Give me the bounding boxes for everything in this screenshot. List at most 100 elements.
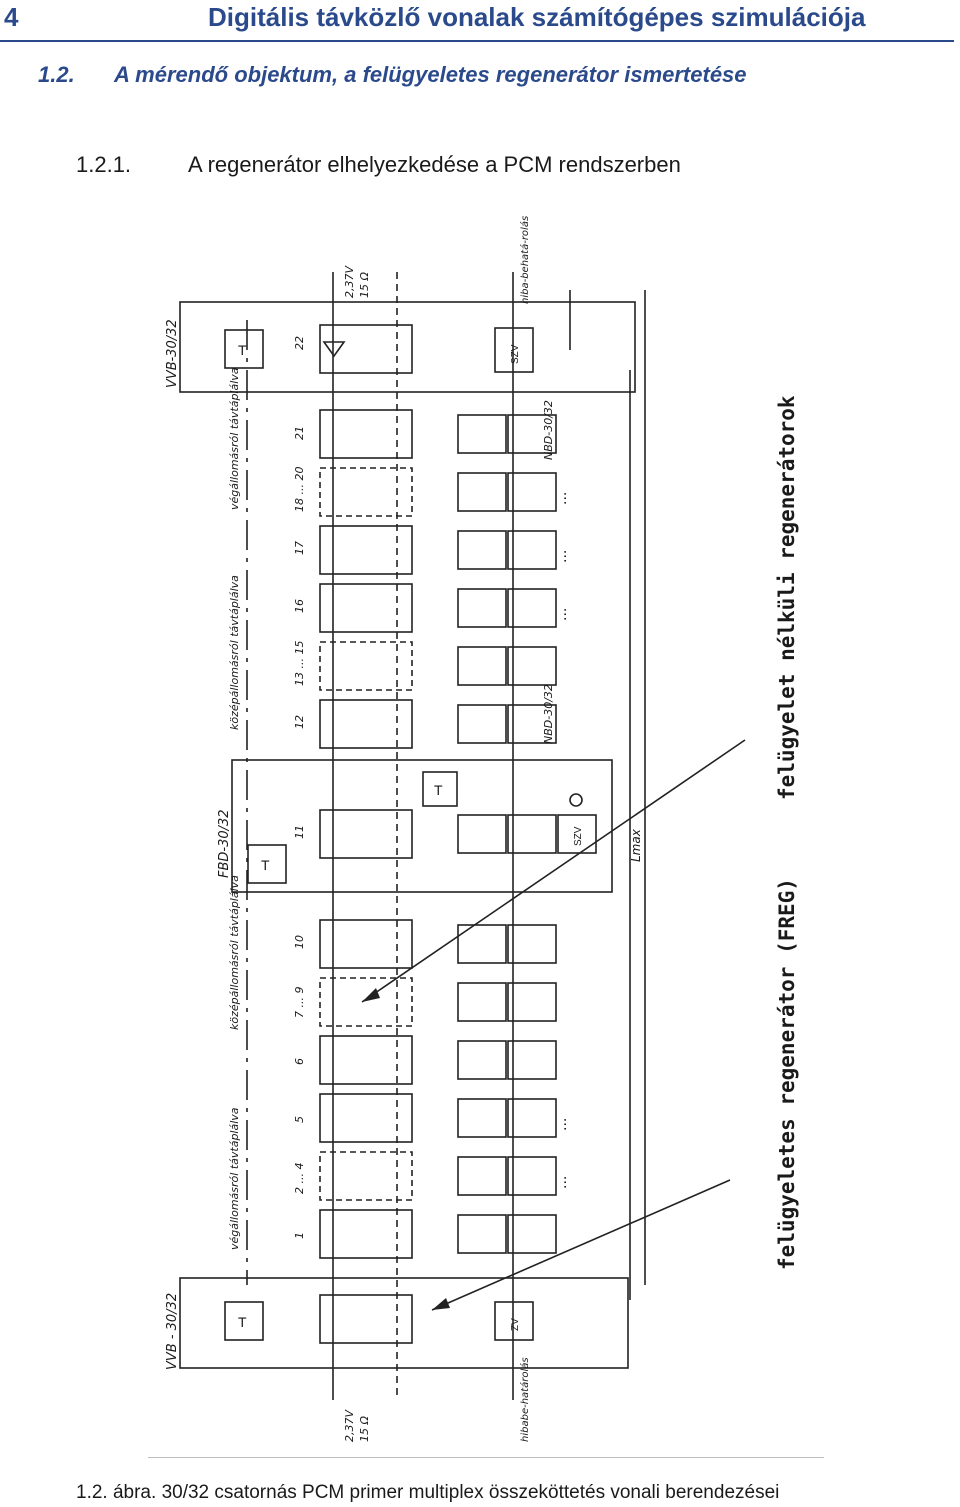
header-rule	[0, 40, 954, 42]
station-number-17: 17	[293, 541, 306, 555]
station-number-16: 16	[293, 599, 306, 613]
group-label-4: végállomásról távtáplálva	[228, 1107, 241, 1250]
terminal-top-t-block	[224, 329, 264, 369]
group-label-3: középállomásról távtáplálva	[228, 875, 241, 1030]
repeater-box-18-20	[319, 467, 413, 517]
terminal-top-label: VVB-30/32	[165, 319, 180, 388]
subsection-heading: 1.2.1. A regenerátor elhelyezkedése a PCM…	[76, 152, 681, 178]
equalizer-box-1	[457, 1214, 507, 1254]
equalizer-box-13-15	[457, 646, 507, 686]
regen-box-16	[507, 588, 557, 628]
fbd-label: FBD-30/32	[217, 809, 232, 878]
repeater-rows	[319, 409, 557, 749]
caption-number: 1.2. ábra.	[76, 1482, 157, 1503]
repeater-box-5	[319, 1093, 413, 1143]
block-szv-fbd: SZV	[573, 826, 584, 846]
repeater-box-7-9	[319, 977, 413, 1027]
equalizer-box-2-4	[457, 1156, 507, 1196]
pointer-arrow-upper	[361, 739, 746, 1003]
section-title: A mérendő objektum, a felügyeletes regen…	[114, 62, 747, 87]
repeater-box-13-15	[319, 641, 413, 691]
ellipsis-4: ...	[553, 1118, 570, 1131]
subsection-number: 1.2.1.	[76, 152, 132, 177]
regen-box-13-15	[507, 646, 557, 686]
regen-box-5	[507, 1098, 557, 1138]
fbd-t2-block	[422, 771, 458, 807]
block-zv-bottom: ZV	[510, 1318, 521, 1331]
caption-text: 30/32 csatornás PCM primer multiplex öss…	[161, 1482, 780, 1503]
terminal-top-amp-icon	[322, 341, 346, 358]
block-t-top: T	[238, 342, 247, 358]
regen-box-12	[507, 704, 557, 744]
station-number-6: 6	[293, 1058, 306, 1065]
equalizer-box-18-20	[457, 472, 507, 512]
fbd-box	[231, 759, 613, 893]
station-number-10: 10	[293, 935, 306, 949]
pointer-arrow-lower	[431, 1179, 731, 1311]
block-t-bottom: T	[238, 1314, 247, 1330]
station-number-21: 21	[293, 426, 306, 440]
fault-bottom-label: hibabe-határolás	[519, 1357, 531, 1442]
regen-box-6	[507, 1040, 557, 1080]
station-number-13-15: 13 ... 15	[293, 641, 306, 686]
group-label-2: középállomásról távtáplálva	[228, 575, 241, 730]
section-number: 1.2.	[38, 62, 75, 87]
terminal-bottom-label: VVB - 30/32	[165, 1293, 180, 1370]
regen-box-11	[507, 814, 557, 854]
nbd-mid-label: NBD-30/32	[542, 684, 555, 744]
impedance-bottom-label: 15 Ω	[358, 1416, 371, 1442]
ellipsis-2: ...	[553, 550, 570, 563]
repeater-box-1	[319, 1209, 413, 1259]
arrow-head-upper	[362, 988, 380, 1002]
repeater-box-21	[319, 409, 413, 459]
regen-box-7-9	[507, 982, 557, 1022]
station-number-12: 12	[293, 715, 306, 729]
subsection-title: A regenerátor elhelyezkedése a PCM rends…	[188, 152, 681, 177]
label-unsupervised-regenerators: felügyelet nélküli regenerátorok	[775, 395, 799, 800]
block-szv-top: SZV	[510, 344, 521, 364]
terminal-top-amp-box	[319, 324, 413, 374]
repeater-box-11	[319, 809, 413, 859]
ellipsis-5: ...	[553, 1176, 570, 1189]
repeater-box-2-4	[319, 1151, 413, 1201]
page-number: 4	[4, 2, 19, 32]
terminal-bottom-box	[179, 1277, 629, 1369]
equalizer-box-21	[457, 414, 507, 454]
station-number-5: 5	[293, 1116, 306, 1123]
pcm-line-diagram: VVB-30/32 VVB - 30/32 FBD-30/32 NBD-30/3…	[140, 210, 830, 1450]
terminal-bottom-t-block	[224, 1301, 264, 1341]
arrow-heads	[362, 988, 450, 1310]
repeater-box-10	[319, 919, 413, 969]
section-heading: 1.2. A mérendő objektum, a felügyeletes r…	[38, 62, 747, 88]
terminal-bottom-zv-block	[494, 1301, 534, 1341]
terminal-top-box	[179, 301, 636, 393]
power-top-label: 2,37V	[343, 265, 356, 298]
equalizer-box-10	[457, 924, 507, 964]
fbd-szv-block	[557, 814, 597, 854]
block-t-fbd: T	[261, 857, 270, 873]
fbd-t-block	[247, 844, 287, 884]
label-supervised-regenerator: felügyeletes regenerátor (FREG)	[775, 878, 799, 1270]
equalizer-box-17	[457, 530, 507, 570]
figure-rule	[148, 1457, 824, 1458]
regen-box-2-4	[507, 1156, 557, 1196]
station-number-2-4: 2 ... 4	[293, 1163, 306, 1194]
repeater-box-17	[319, 525, 413, 575]
repeater-box-12	[319, 699, 413, 749]
fbd-handset-icon	[569, 793, 583, 807]
ellipsis-3: ...	[553, 608, 570, 621]
regen-box-17	[507, 530, 557, 570]
equalizer-box-11	[457, 814, 507, 854]
fault-top-label: hiba-behatá-rolás	[519, 216, 531, 304]
repeater-rows-lower	[319, 919, 557, 1259]
power-bottom-label: 2,37V	[343, 1409, 356, 1442]
regen-box-18-20	[507, 472, 557, 512]
regen-box-21	[507, 414, 557, 454]
running-title: Digitális távközlő vonalak számítógépes …	[208, 2, 866, 32]
arrow-head-lower	[432, 1298, 450, 1310]
station-number-22: 22	[293, 336, 306, 350]
regen-box-10	[507, 924, 557, 964]
group-label-1: végállomásról távtáplálva	[228, 367, 241, 510]
station-number-7-9: 7 ... 9	[293, 987, 306, 1018]
block-t-fbd-2: T	[434, 782, 443, 798]
